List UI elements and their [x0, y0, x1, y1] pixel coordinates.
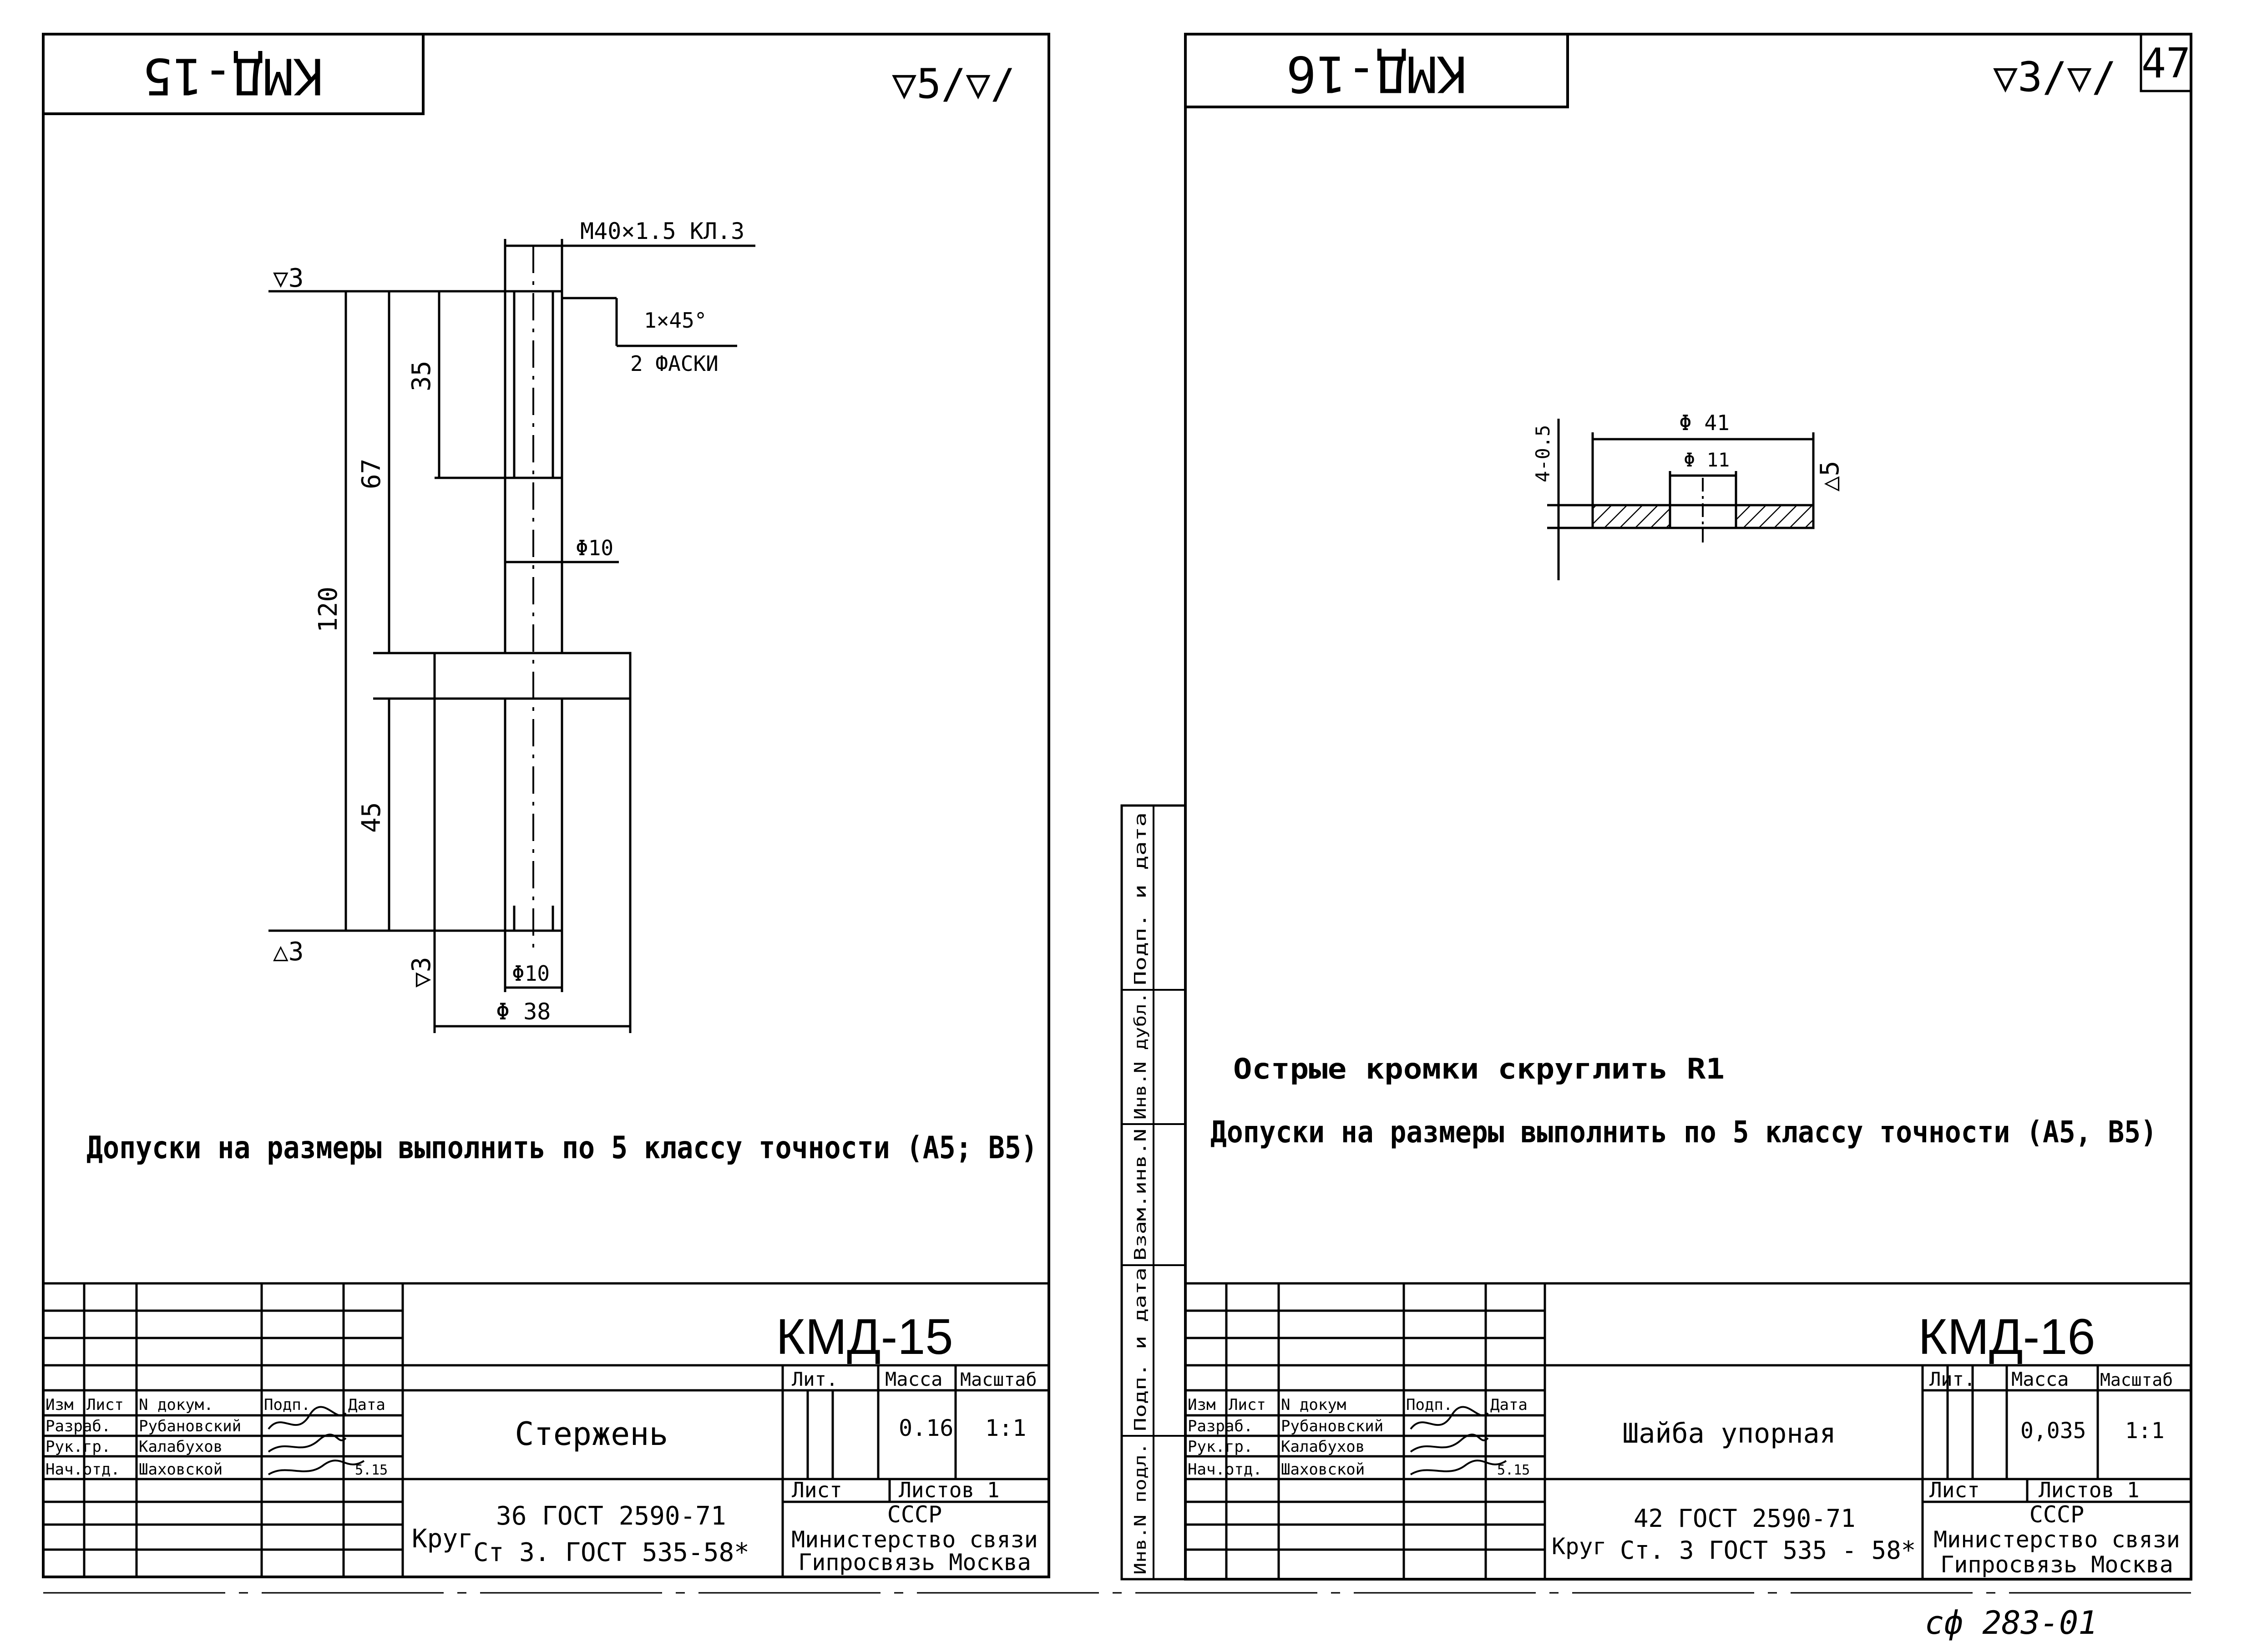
left-sheet: КМД-15 ▽5/▽/: [42, 33, 1050, 1578]
left-tb-scale-header: Масштаб: [960, 1369, 1037, 1390]
dim-35: 35: [407, 361, 436, 391]
left-tb-material-2: Ст 3. ГОСТ 535-58*: [473, 1538, 749, 1567]
right-tb-scale-header: Масштаб: [2100, 1370, 2173, 1390]
left-tb-role-2: Рук.гр.: [46, 1438, 111, 1456]
right-tb-code: КМД-16: [1918, 1309, 2095, 1365]
dim-120: 120: [314, 587, 343, 633]
dim-roughness-bottom: △3: [273, 937, 304, 967]
right-tb-date: 5.15: [1497, 1462, 1530, 1478]
left-tb-mass: 0.16: [899, 1415, 953, 1441]
archive-mark: сф 283-01: [1925, 1604, 2097, 1642]
right-tb-org-1: СССР: [2029, 1501, 2084, 1528]
side-stamp: Инв.N подл. Подп. и дата Взам.инв.N Инв.…: [1120, 804, 1187, 1581]
left-tb-col-izm: Изм: [46, 1396, 73, 1414]
left-tb-sheets: Листов 1: [899, 1478, 1000, 1502]
right-tb-org-3: Гипросвязь Москва: [1940, 1551, 2173, 1578]
dim-phi11: Φ 11: [1684, 449, 1730, 471]
dim-roughness-top: ▽3: [273, 264, 304, 293]
right-note-2: Допуски на размеры выполнить по 5 классу…: [1210, 1115, 2157, 1150]
right-tb-name-1: Рубановский: [1281, 1417, 1383, 1435]
right-tb-col-sign: Подп.: [1406, 1396, 1452, 1414]
right-tb-col-date: Дата: [1490, 1396, 1528, 1414]
side-stamp-cell-5: Подп. и дата: [1131, 812, 1150, 985]
right-tb-col-list: Лист: [1229, 1396, 1266, 1414]
rod-dimension-labels: М40×1.5 КЛ.3 1×45° 2 ФАСКИ ▽3 △3 ▽3 35 6…: [273, 218, 744, 1025]
right-tb-mass-header: Масса: [2011, 1368, 2069, 1390]
left-title-texts: КМД-15 Стержень Круг 36 ГОСТ 2590-71 Ст …: [46, 1309, 1038, 1576]
rod-drawing: [268, 239, 755, 1033]
right-tb-role-2: Рук.гр.: [1188, 1438, 1253, 1456]
right-tb-mass: 0,035: [2020, 1418, 2086, 1444]
left-title-block: [43, 1282, 1049, 1577]
right-note-1: Острые кромки скруглить R1: [1233, 1052, 1725, 1085]
dim-phi41: Φ 41: [1679, 410, 1730, 435]
left-tb-date: 5.15: [355, 1462, 388, 1478]
side-stamp-cell-4: Инв.N дубл.: [1131, 992, 1150, 1120]
dim-67: 67: [357, 459, 386, 489]
left-tb-name-2: Калабухов: [139, 1438, 223, 1456]
left-roughness-mark: ▽5/▽/: [892, 60, 1015, 108]
dim-phi38: Φ 38: [496, 998, 551, 1025]
right-tb-lit-header: Лит.: [1929, 1368, 1975, 1390]
side-stamp-cell-1: Инв.N подл.: [1131, 1443, 1150, 1575]
left-tb-name: Стержень: [515, 1415, 668, 1453]
right-tb-scale: 1:1: [2125, 1418, 2165, 1444]
right-tb-name: Шайба упорная: [1622, 1418, 1836, 1449]
left-tb-mass-header: Масса: [885, 1368, 942, 1390]
dim-thread: М40×1.5 КЛ.3: [580, 218, 744, 244]
dim-45: 45: [357, 802, 386, 833]
left-tb-name-1: Рубановский: [139, 1417, 241, 1435]
left-tb-lit-header: Лит.: [792, 1368, 838, 1390]
left-signatures: [268, 1406, 365, 1475]
left-tb-code: КМД-15: [776, 1309, 953, 1365]
left-tb-material-prefix: Круг: [412, 1524, 473, 1554]
left-top-code: КМД-15: [142, 47, 323, 106]
left-tb-col-sign: Подп.: [264, 1396, 310, 1414]
right-tb-material-2: Ст. 3 ГОСТ 535 - 58*: [1620, 1536, 1916, 1565]
left-tb-org-2: Министерство связи: [791, 1526, 1038, 1553]
washer-dimension-labels: Φ 41 Φ 11 4-0.5 △5: [1532, 410, 1845, 492]
right-tb-name-2: Калабухов: [1281, 1438, 1365, 1456]
left-tb-org-1: СССР: [887, 1501, 942, 1528]
dim-chamfer: 1×45°: [644, 308, 707, 333]
left-tb-role-3: Нач.отд.: [46, 1460, 120, 1479]
right-signatures: [1410, 1406, 1507, 1475]
right-tb-col-izm: Изм: [1188, 1396, 1215, 1414]
left-tb-sheet: Лист: [792, 1478, 842, 1502]
right-tb-col-doc: N докум: [1281, 1396, 1346, 1414]
dim-phi10-mid: Φ10: [576, 536, 613, 560]
right-tb-role-1: Разраб.: [1188, 1417, 1253, 1435]
right-title-texts: КМД-16 Шайба упорная Круг 42 ГОСТ 2590-7…: [1188, 1309, 2180, 1578]
right-tb-sheets: Листов 1: [2039, 1478, 2140, 1502]
left-tb-role-1: Разраб.: [46, 1417, 111, 1435]
right-tb-role-3: Нач.отд.: [1188, 1460, 1262, 1479]
right-tb-name-3: Шаховской: [1281, 1460, 1365, 1479]
right-tb-material-1: 42 ГОСТ 2590-71: [1634, 1504, 1856, 1533]
left-tb-name-3: Шаховской: [139, 1460, 223, 1479]
left-note: Допуски на размеры выполнить по 5 классу…: [86, 1130, 1037, 1166]
dim-chamfer-count: 2 ФАСКИ: [630, 351, 719, 376]
washer-drawing: [1547, 419, 1815, 580]
right-tb-material-prefix: Круг: [1552, 1533, 1606, 1560]
left-tb-scale: 1:1: [985, 1415, 1026, 1441]
right-tb-org-2: Министерство связи: [1933, 1526, 2180, 1553]
sheet-number: 47: [2141, 40, 2191, 87]
right-sheet: КМД-16 ▽3/▽/ 47 Φ 41 Φ 11 4-0.5 △5: [1184, 33, 2192, 1581]
left-tb-material-1: 36 ГОСТ 2590-71: [496, 1501, 726, 1531]
left-tb-col-list: Лист: [86, 1396, 124, 1414]
right-roughness-mark: ▽3/▽/: [1993, 53, 2116, 101]
right-title-block: [1185, 1282, 2191, 1579]
dim-roughness-side: ▽3: [407, 957, 436, 988]
dim-thickness: 4-0.5: [1532, 425, 1554, 482]
dim-roughness-side: △5: [1815, 461, 1845, 492]
right-top-code: КМД-16: [1286, 45, 1467, 103]
dim-phi10-bottom: Φ10: [512, 961, 550, 986]
left-tb-col-date: Дата: [348, 1396, 385, 1414]
right-tb-sheet: Лист: [1929, 1478, 1980, 1502]
side-stamp-cell-3: Взам.инв.N: [1131, 1129, 1150, 1261]
left-tb-org-3: Гипросвязь Москва: [798, 1549, 1031, 1576]
left-tb-col-doc: N докум.: [139, 1396, 213, 1414]
side-stamp-cell-2: Подп. и дата: [1131, 1267, 1150, 1431]
